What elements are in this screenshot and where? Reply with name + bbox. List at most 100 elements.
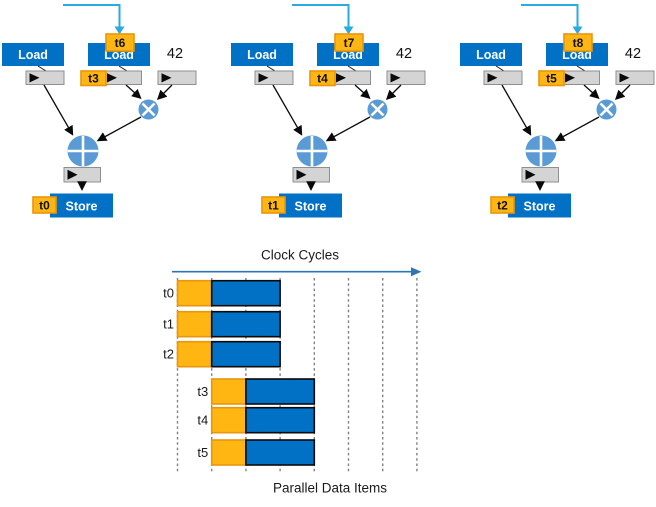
load-label: Load bbox=[476, 48, 506, 62]
feedback-arrowhead-icon bbox=[572, 26, 583, 35]
feedback-elbow-arrow bbox=[292, 4, 350, 27]
register bbox=[25, 70, 65, 85]
edge-to-add bbox=[501, 84, 532, 136]
constant-value: 42 bbox=[625, 46, 641, 62]
register bbox=[157, 70, 197, 85]
edge-multiply-to-add bbox=[554, 116, 600, 142]
gantt-rows: t0 t1 t2 t3 t4 t5 bbox=[163, 279, 316, 466]
feedback-arrowhead-icon bbox=[343, 26, 354, 35]
row-label-t1: t1 bbox=[163, 317, 174, 332]
load-box-left bbox=[460, 43, 522, 66]
store-box bbox=[279, 193, 342, 218]
tag-store-label: t1 bbox=[268, 198, 279, 212]
edge-multiply-to-add bbox=[96, 116, 142, 142]
load-box-left bbox=[231, 43, 293, 66]
tag-top bbox=[563, 33, 593, 52]
tag-stage-bar-t5 bbox=[210, 439, 247, 466]
row-label-t4: t4 bbox=[197, 413, 208, 428]
constant-value: 42 bbox=[396, 46, 412, 62]
edge-to-multiply bbox=[354, 84, 371, 99]
load-label: Load bbox=[247, 48, 277, 62]
row-label-t3: t3 bbox=[197, 384, 208, 399]
tag-stage-bar-t1 bbox=[176, 310, 213, 338]
tag-stage-bar-t3 bbox=[210, 378, 247, 405]
token-triangle-icon bbox=[525, 169, 536, 180]
store-box bbox=[508, 193, 571, 218]
multiply-icon bbox=[370, 102, 385, 117]
multiply-icon bbox=[141, 102, 156, 117]
token-triangle-icon bbox=[258, 73, 269, 83]
tag-store bbox=[490, 196, 515, 214]
tag-top bbox=[334, 33, 364, 52]
row-label-t2: t2 bbox=[163, 347, 174, 362]
compute-stage-bar-t1 bbox=[210, 310, 281, 338]
add-icon bbox=[296, 136, 328, 167]
store-label: Store bbox=[66, 200, 98, 214]
chart-xlabel: Parallel Data Items bbox=[273, 481, 387, 496]
store-box bbox=[50, 193, 113, 218]
load-label: Load bbox=[18, 48, 48, 62]
tag-stage-bar-t0 bbox=[176, 279, 213, 307]
tag-stage-bar-t4 bbox=[210, 406, 247, 434]
token-triangle-icon bbox=[487, 73, 498, 83]
feedback-elbow-arrow bbox=[63, 4, 121, 27]
multiply-icon bbox=[599, 102, 614, 117]
add-icon bbox=[67, 136, 99, 167]
store-label: Store bbox=[524, 200, 556, 214]
connector bbox=[37, 65, 47, 72]
dataflow-graph-2: Load Load 42 Store t8 t5 t2 bbox=[460, 4, 655, 218]
feedback-arrowhead-icon bbox=[114, 26, 125, 35]
edge-to-multiply bbox=[125, 84, 142, 99]
row-label-t0: t0 bbox=[163, 286, 174, 301]
cycle-gridlines bbox=[176, 278, 418, 473]
token-triangle-icon bbox=[296, 169, 307, 180]
register bbox=[615, 70, 655, 85]
tag-store-label: t2 bbox=[497, 198, 508, 212]
compute-stage-bar-t2 bbox=[210, 340, 281, 368]
connector bbox=[347, 65, 357, 72]
tag-top-label: t7 bbox=[344, 36, 355, 50]
tag-register-label: t3 bbox=[88, 71, 99, 85]
token-triangle-icon bbox=[565, 73, 575, 83]
tag-store bbox=[32, 196, 57, 214]
token-triangle-icon bbox=[390, 73, 401, 83]
tag-top-label: t8 bbox=[573, 36, 584, 50]
compute-stage-bar-t0 bbox=[210, 279, 281, 307]
token-triangle-icon bbox=[29, 73, 40, 83]
feedback-elbow-arrow bbox=[521, 4, 579, 27]
constant-value: 42 bbox=[167, 46, 183, 62]
edge-to-multiply bbox=[385, 84, 402, 101]
connector bbox=[118, 65, 128, 72]
edge-to-multiply bbox=[614, 84, 631, 101]
tag-store-label: t0 bbox=[39, 198, 50, 212]
clock-axis-arrowhead-icon bbox=[411, 267, 422, 277]
tag-top-label: t6 bbox=[115, 36, 126, 50]
tag-register-label: t4 bbox=[317, 71, 328, 85]
chart-title: Clock Cycles bbox=[261, 248, 339, 263]
tag-register bbox=[80, 70, 107, 87]
edge-to-multiply bbox=[583, 84, 600, 99]
connector bbox=[266, 65, 276, 72]
dataflow-graph-0: Load Load 42 Store t6 t3 t0 bbox=[2, 4, 197, 218]
edge-multiply-to-add bbox=[325, 116, 371, 142]
connector bbox=[495, 65, 505, 72]
connector bbox=[576, 65, 586, 72]
token-triangle-icon bbox=[161, 73, 172, 83]
dataflow-graph-1: Load Load 42 Store t7 t4 t1 bbox=[231, 4, 426, 218]
token-triangle-icon bbox=[107, 73, 117, 83]
tag-register bbox=[538, 70, 565, 87]
edge-to-add bbox=[43, 84, 74, 136]
tag-stage-bar-t2 bbox=[176, 340, 213, 368]
load-box-left bbox=[2, 43, 64, 66]
register bbox=[254, 70, 294, 85]
row-label-t5: t5 bbox=[197, 445, 208, 460]
tag-top bbox=[105, 33, 135, 52]
compute-stage-bar-t4 bbox=[245, 406, 316, 434]
register bbox=[483, 70, 523, 85]
compute-stage-bar-t5 bbox=[245, 439, 316, 466]
tag-register bbox=[309, 70, 336, 87]
tag-store bbox=[261, 196, 286, 214]
token-triangle-icon bbox=[67, 169, 78, 180]
edge-to-add bbox=[272, 84, 303, 136]
